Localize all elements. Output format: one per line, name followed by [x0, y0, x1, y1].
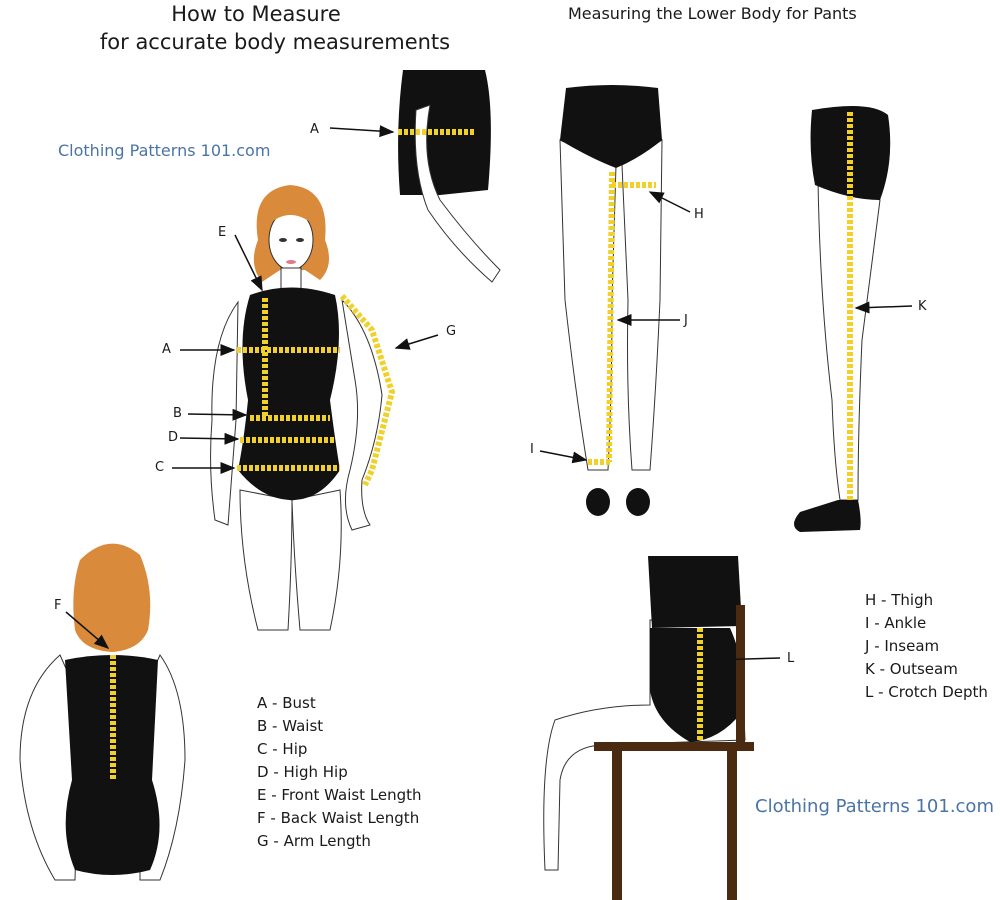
- legend-item: K - Outseam: [865, 660, 958, 678]
- legend-item: D - High Hip: [257, 763, 348, 781]
- legend-lower-body: H - Thigh I - Ankle J - Inseam K - Outse…: [865, 589, 988, 704]
- briefs-front: [560, 85, 662, 168]
- back-figure: [19, 543, 186, 881]
- label-i: I: [530, 442, 534, 457]
- label-c: C: [155, 460, 165, 475]
- legend-item: E - Front Waist Length: [257, 786, 422, 804]
- arrow-e: [234, 234, 263, 292]
- legend-item: A - Bust: [257, 694, 316, 712]
- legend-item: I - Ankle: [865, 614, 927, 632]
- back-hair: [73, 543, 151, 652]
- briefs-side: [810, 106, 891, 200]
- label-a: A: [162, 342, 171, 357]
- arrow-b: [187, 408, 248, 421]
- label-b: B: [173, 406, 182, 421]
- legend-item: C - Hip: [257, 740, 308, 758]
- legend-item: L - Crotch Depth: [865, 683, 988, 701]
- arrow-h: [648, 191, 691, 213]
- label-g: G: [446, 324, 457, 339]
- label-d: D: [168, 430, 179, 445]
- lower-body-title: Measuring the Lower Body for Pants: [568, 4, 857, 23]
- legend-item: G - Arm Length: [257, 832, 371, 850]
- legend-item: F - Back Waist Length: [257, 809, 420, 827]
- arrow-a-side: [329, 125, 395, 138]
- label-l: L: [787, 651, 795, 666]
- label-e: E: [218, 225, 227, 240]
- label-f: F: [54, 598, 62, 613]
- side-leg-figure: [794, 106, 913, 532]
- page-title-line1: How to Measure: [171, 2, 341, 26]
- label-h: H: [694, 207, 704, 222]
- side-shoe: [794, 500, 861, 532]
- arrow-l: [710, 653, 781, 666]
- seated-figure: [543, 556, 781, 900]
- arrow-f: [65, 611, 110, 649]
- brand-text-top: Clothing Patterns 101.com: [58, 141, 271, 160]
- legend-upper-body: A - Bust B - Waist C - Hip D - High Hip …: [257, 692, 422, 853]
- tape-arm-length: [339, 294, 396, 487]
- front-legs-figure: [539, 85, 691, 516]
- tape-inseam: [606, 171, 615, 463]
- label-k: K: [918, 299, 927, 314]
- page-title-line2: for accurate body measurements: [99, 30, 451, 54]
- front-figure: [172, 185, 439, 631]
- arrow-i: [539, 450, 588, 464]
- legend-item: B - Waist: [257, 717, 324, 735]
- arrow-d: [179, 432, 240, 445]
- chair: [594, 605, 754, 900]
- side-bust-figure: [329, 70, 501, 283]
- seated-top: [648, 556, 742, 628]
- legend-item: J - Inseam: [865, 637, 940, 655]
- legend-item: H - Thigh: [865, 591, 934, 609]
- label-j: J: [684, 313, 688, 328]
- brand-text-bottom: Clothing Patterns 101.com: [755, 796, 994, 817]
- label-a-side: A: [310, 122, 319, 137]
- arrow-g: [394, 334, 439, 350]
- arrow-k: [854, 301, 913, 314]
